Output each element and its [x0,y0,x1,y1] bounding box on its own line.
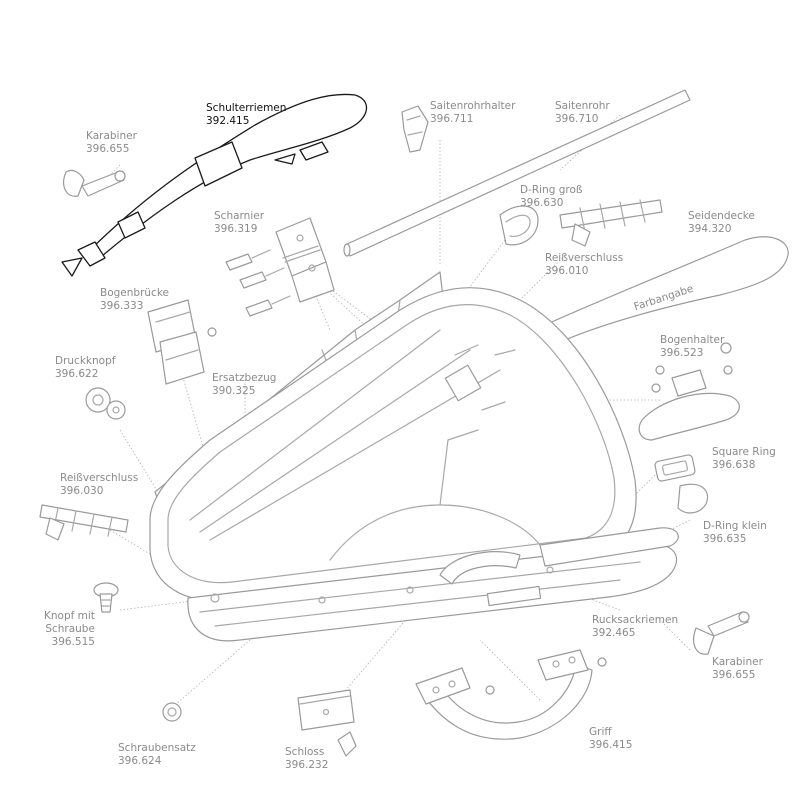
part-name: Karabiner [712,656,763,668]
part-number: 396.635 [703,533,747,545]
part-name: Knopf mit Schraube [44,610,95,635]
square-ring-part [654,454,696,482]
griff-handle [415,649,607,740]
part-name: Bogenbrücke [100,287,169,299]
part-name: Square Ring [712,446,776,458]
reissverschluss-top-zipper [559,199,663,247]
bogenhalter-part [638,342,740,441]
d-ring-gross-shape [499,205,539,246]
part-number: 392.415 [206,115,250,127]
part-number: 396.622 [55,368,99,380]
part-number: 396.655 [712,669,756,681]
part-name: Seidendecke [688,210,755,222]
case-body [149,271,679,642]
part-name: Scharnier [214,210,265,222]
part-name: Reißverschluss [60,472,139,484]
label-square-ring: Square Ring 396.638 [712,446,776,472]
part-name: D-Ring klein [703,520,767,532]
scharnier-hinge [225,217,335,317]
label-ersatzbezug: Ersatzbezug 390.325 [212,372,276,398]
part-number: 396.515 [51,636,95,648]
karabiner-bottom-hook [693,611,750,655]
label-reissverschluss-left: Reißverschluss 396.030 [60,472,138,498]
part-name: Saitenrohrhalter [430,100,516,112]
part-name: Griff [589,726,612,738]
part-number: 396.710 [555,113,599,125]
knopf-mit-schraube-part [93,582,119,613]
saitenrohr-rod [343,89,691,257]
part-number: 396.030 [60,485,104,497]
part-name: Druckknopf [55,355,116,367]
label-saitenrohrhalter: Saitenrohrhalter 396.711 [430,100,515,126]
label-d-ring-gross: D-Ring groß 396.630 [520,184,583,210]
part-number: 392.465 [592,627,636,639]
part-number: 396.319 [214,223,258,235]
part-name: D-Ring groß [520,184,583,196]
part-name: Ersatzbezug [212,372,277,384]
saitenrohrhalter-clip [401,105,429,153]
part-name: Karabiner [86,130,137,142]
part-number: 390.325 [212,385,256,397]
label-d-ring-klein: D-Ring klein 396.635 [703,520,767,546]
part-name: Schraubensatz [118,742,196,754]
part-name: Bogenhalter [660,334,725,346]
part-number: 396.333 [100,300,144,312]
part-number: 396.711 [430,113,474,125]
part-name: Schloss [285,746,325,758]
label-schulterriemen: Schulterriemen 392.415 [206,102,286,128]
label-knopf-mit-schraube: Knopf mit Schraube 396.515 [44,610,95,649]
part-number: 396.010 [545,265,589,277]
label-bogenbruecke: Bogenbrücke 396.333 [100,287,169,313]
schulterriemen-strap [61,93,368,277]
schloss-lock [297,689,357,757]
label-reissverschluss-top: Reißverschluss 396.010 [545,252,623,278]
druckknopf-parts [85,387,126,420]
label-seidendecke: Seidendecke 394.320 [688,210,755,236]
part-number: 396.638 [712,459,756,471]
part-number: 396.232 [285,759,329,771]
label-karabiner-bottom: Karabiner 396.655 [712,656,763,682]
label-bogenhalter: Bogenhalter 396.523 [660,334,724,360]
label-schloss: Schloss 396.232 [285,746,328,772]
label-karabiner-top: Karabiner 396.655 [86,130,137,156]
part-number: 396.655 [86,143,130,155]
label-rucksackriemen: Rucksackriemen 392.465 [592,614,678,640]
part-name: Schulterriemen [206,102,287,114]
d-ring-klein-part [677,483,709,514]
bogenbruecke-part [147,299,217,385]
label-druckknopf: Druckknopf 396.622 [55,355,115,381]
part-number: 396.624 [118,755,162,767]
part-name: Saitenrohr [555,100,610,112]
part-name: Reißverschluss [545,252,624,264]
label-saitenrohr: Saitenrohr 396.710 [555,100,610,126]
part-name: Rucksackriemen [592,614,679,626]
part-number: 396.415 [589,739,633,751]
part-number: 396.523 [660,347,704,359]
karabiner-top-hook [63,169,126,197]
label-scharnier: Scharnier 396.319 [214,210,264,236]
reissverschluss-left-zipper [39,504,129,541]
label-griff: Griff 396.415 [589,726,632,752]
label-schraubensatz: Schraubensatz 396.624 [118,742,196,768]
part-number: 396.630 [520,197,564,209]
part-number: 394.320 [688,223,732,235]
schraubensatz-part [162,702,182,722]
